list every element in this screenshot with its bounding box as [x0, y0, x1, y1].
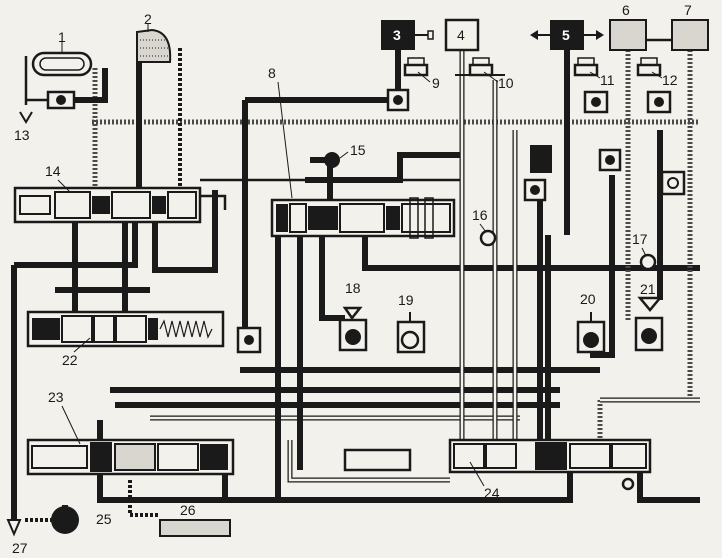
callout-16: 16 [472, 207, 488, 223]
callout-13: 13 [14, 127, 30, 143]
callout-26: 26 [180, 502, 196, 518]
sensor-16 [479, 229, 497, 247]
leader-8 [277, 81, 293, 199]
component-6 [609, 19, 647, 51]
callout-27: 27 [12, 540, 28, 556]
valve-23 [26, 438, 235, 476]
callout-11: 11 [600, 72, 615, 88]
leader-14 [57, 179, 71, 193]
callout-21: 21 [640, 281, 656, 297]
component-4 [444, 18, 480, 52]
callout-22: 22 [62, 352, 78, 368]
check-valve-main-2 [583, 90, 609, 114]
valve-22 [26, 310, 225, 348]
callout-20: 20 [580, 291, 596, 307]
valve-21 [634, 296, 664, 352]
leader-22 [73, 337, 91, 353]
callout-8: 8 [268, 65, 276, 81]
valve-24 [448, 438, 652, 491]
reservoir-26 [159, 519, 231, 537]
callout-labels: 1 2 3 4 5 6 7 8 9 10 11 12 13 14 15 16 1… [12, 2, 692, 556]
pipe-thin-196 [200, 194, 227, 210]
valve-19 [396, 312, 426, 354]
component-7 [671, 19, 709, 51]
pump-25 [51, 506, 79, 534]
check-valve-right-1 [523, 145, 552, 202]
valve-20 [576, 312, 606, 354]
leader-lines [57, 24, 663, 487]
valve-12 [636, 57, 662, 77]
callout-5: 5 [562, 27, 570, 43]
leader-15 [339, 151, 349, 159]
callout-7: 7 [684, 2, 692, 18]
valve-18 [338, 306, 368, 352]
leader-9 [417, 71, 431, 83]
sensor-17 [639, 253, 657, 271]
valve-11 [573, 57, 599, 77]
pipe-hollow-lower-core [288, 440, 450, 482]
leader-23 [61, 405, 81, 445]
callout-12: 12 [662, 72, 678, 88]
leader-10 [483, 71, 499, 83]
component-15 [324, 152, 340, 168]
callout-17: 17 [632, 231, 648, 247]
pipe-small-loop [343, 448, 412, 472]
callout-4: 4 [457, 27, 465, 43]
valve-10 [455, 57, 505, 77]
valve-9 [403, 57, 429, 77]
callout-2: 2 [144, 11, 152, 27]
callout-9: 9 [432, 75, 440, 91]
valve-small-left [236, 326, 262, 354]
pipe-hollow-lower [287, 440, 450, 483]
check-valve-main-1 [386, 88, 410, 112]
callout-23: 23 [48, 389, 64, 405]
leader-16 [479, 223, 487, 233]
accumulator-2 [136, 28, 172, 63]
check-valve-13 [46, 90, 76, 110]
drain-arrow-13 [19, 111, 33, 124]
valve-8 [270, 197, 456, 239]
pipe-left-return [14, 218, 138, 268]
callout-14: 14 [45, 163, 61, 179]
callout-18: 18 [345, 280, 361, 296]
pipe-14-right [152, 190, 218, 273]
callout-24: 24 [484, 485, 500, 501]
callout-6: 6 [622, 2, 630, 18]
check-valve-main-3 [646, 90, 672, 114]
pipe-tank-1-valve [75, 68, 108, 103]
callout-19: 19 [398, 292, 414, 308]
callout-15: 15 [350, 142, 366, 158]
pipe-to-18 [319, 232, 345, 321]
callout-1: 1 [58, 29, 66, 45]
callout-10: 10 [498, 75, 514, 91]
pipe-right-268 [362, 232, 700, 271]
leader-17 [641, 247, 647, 257]
valve-14 [13, 186, 202, 224]
check-valve-right-2 [598, 148, 622, 172]
component-3 [381, 20, 434, 50]
tank-1 [31, 51, 93, 77]
pipe-7-down [597, 50, 693, 440]
callout-3: 3 [393, 27, 401, 43]
pipe-to-valve-20 [590, 175, 615, 358]
callout-25: 25 [96, 511, 112, 527]
component-5 [530, 20, 604, 50]
drain-arrow-27 [6, 519, 22, 537]
pipe-23-to-26 [128, 480, 160, 517]
leader-11 [589, 71, 601, 79]
check-valve-right-3 [660, 170, 686, 196]
leader-12 [651, 71, 663, 79]
leader-24 [469, 461, 485, 487]
